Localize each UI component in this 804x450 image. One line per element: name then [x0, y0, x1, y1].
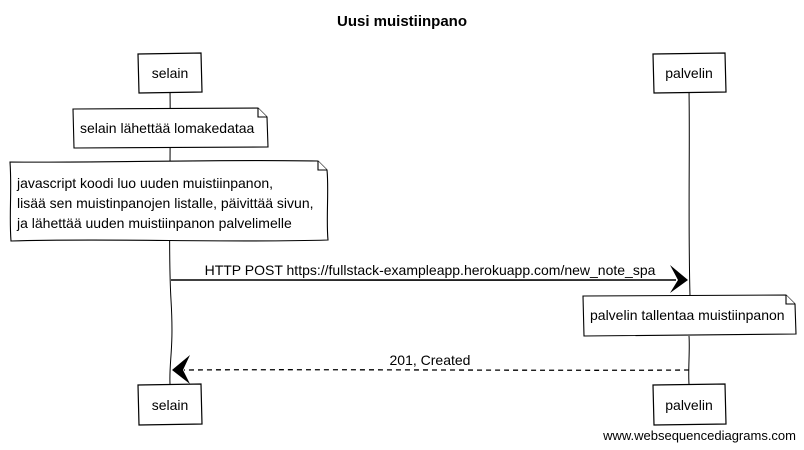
participant-label: palvelin	[665, 397, 712, 413]
message-label: HTTP POST https://fullstack-exampleapp.h…	[205, 262, 656, 278]
message-201-created: 201, Created	[172, 352, 690, 384]
message-http-post: HTTP POST https://fullstack-exampleapp.h…	[170, 262, 688, 293]
lifeline-palvelin-upper	[688, 89, 691, 297]
participant-label: selain	[152, 65, 189, 81]
participant-bottom-selain: selain	[137, 383, 203, 426]
note-tallentaa: palvelin tallentaa muistiinpanon	[582, 294, 797, 337]
participant-top-palvelin: palvelin	[652, 52, 727, 94]
note-line: javascript koodi luo uuden muistiinpanon…	[16, 175, 273, 191]
participant-label: selain	[152, 397, 189, 413]
arrowhead-left-icon	[172, 355, 190, 384]
message-label: 201, Created	[390, 352, 471, 368]
participant-bottom-palvelin: palvelin	[652, 383, 727, 426]
watermark: www.websequencediagrams.com	[602, 428, 796, 443]
participant-label: palvelin	[665, 65, 712, 81]
note-javascript: javascript koodi luo uuden muistiinpanon…	[9, 159, 329, 242]
arrowhead-right-icon	[670, 265, 688, 293]
note-line: selain lähettää lomakedataa	[80, 120, 255, 136]
lifeline-palvelin-lower	[688, 335, 690, 385]
participant-top-selain: selain	[137, 52, 203, 94]
note-line: ja lähettää uuden muistiinpanon palvelim…	[16, 215, 292, 231]
note-lomakedataa: selain lähettää lomakedataa	[72, 107, 269, 149]
note-line: lisää sen muistinpanojen listalle, päivi…	[17, 195, 314, 211]
diagram-title: Uusi muistiinpano	[337, 13, 467, 30]
note-line: palvelin tallentaa muistiinpanon	[590, 307, 785, 323]
